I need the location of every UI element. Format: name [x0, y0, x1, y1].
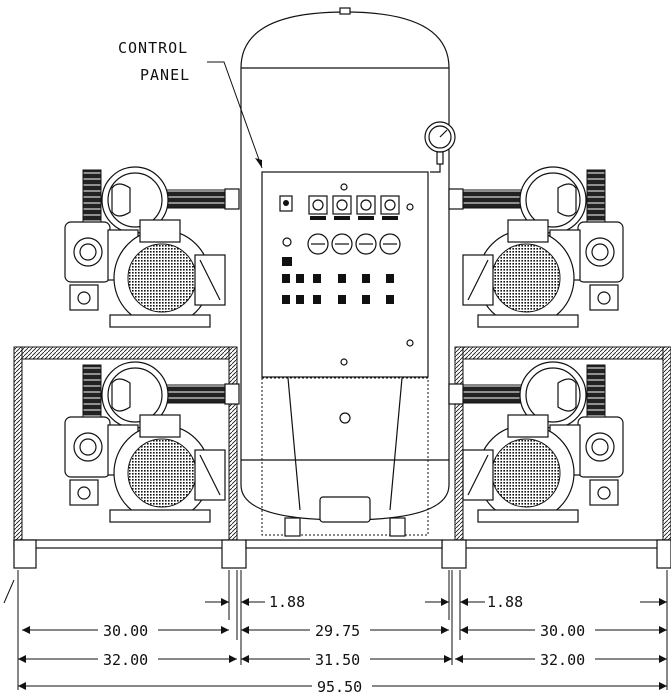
- pump-lower-right: [448, 361, 624, 523]
- base-rail: [245, 539, 443, 549]
- pump-lower-left: [64, 361, 240, 523]
- dim-row2-right: 32.00: [540, 651, 585, 669]
- dim-overall: 95.50: [317, 678, 362, 693]
- right-frame: [441, 346, 671, 569]
- dim-row2-left: 32.00: [103, 651, 148, 669]
- dim-row1-left: 30.00: [103, 622, 148, 640]
- dim-gap-right: 1.88: [487, 593, 523, 611]
- dim-row2-center: 31.50: [315, 651, 360, 669]
- leader-line: [3, 579, 15, 604]
- dim-gap-left: 1.88: [269, 593, 305, 611]
- callout-line2: PANEL: [140, 66, 190, 84]
- control-panel: [261, 171, 429, 378]
- pressure-gauge-icon: [424, 121, 456, 173]
- dim-row1-center: 29.75: [315, 622, 360, 640]
- tank-stand: [261, 377, 429, 537]
- left-frame: [13, 346, 247, 569]
- pump-upper-right: [448, 166, 624, 328]
- control-panel-callout: CONTROL PANEL: [118, 39, 263, 169]
- callout-line1: CONTROL: [118, 39, 188, 57]
- pump-upper-left: [64, 166, 240, 328]
- dim-row1-right: 30.00: [540, 622, 585, 640]
